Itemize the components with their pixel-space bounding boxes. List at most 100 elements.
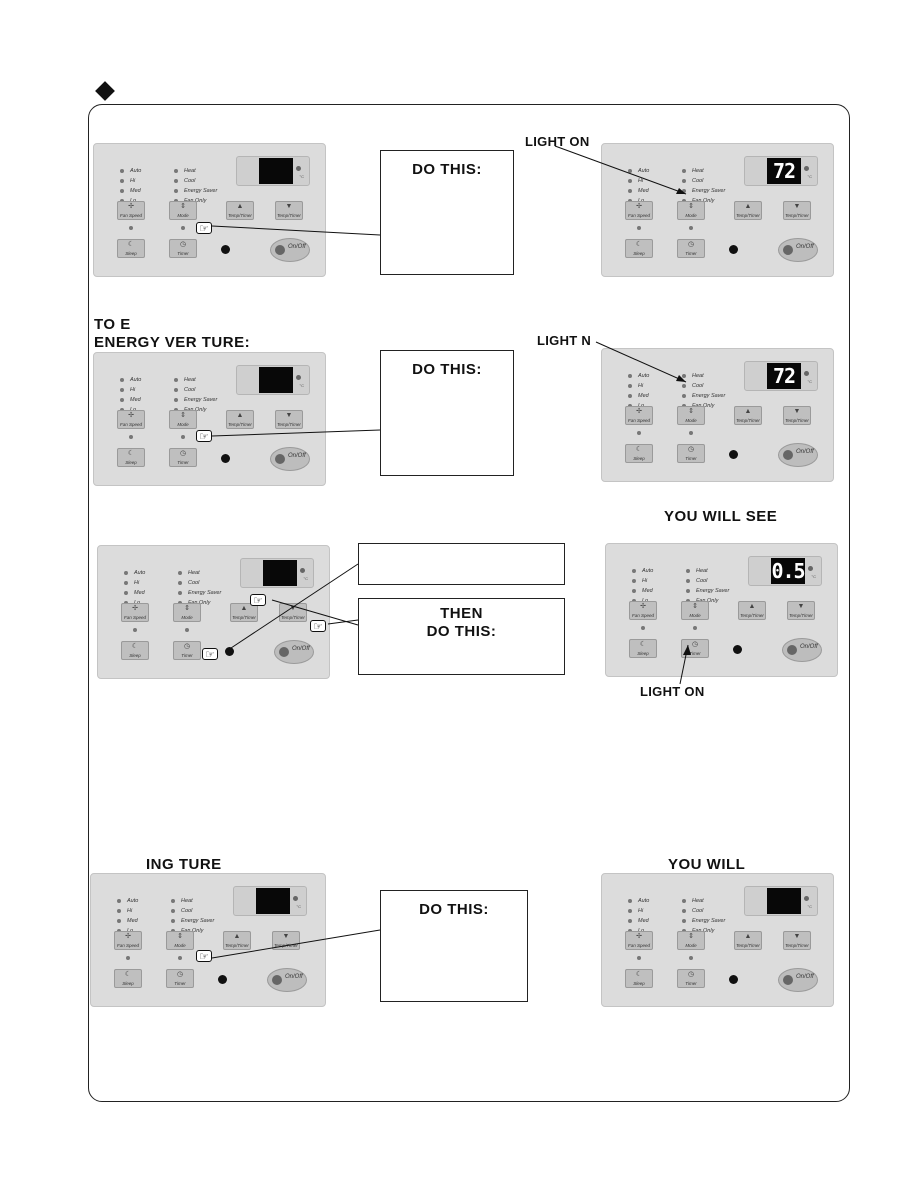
timer-button[interactable]: ◷ Timer	[173, 641, 201, 660]
temp-down-button[interactable]: ▼ Temp/Timer	[275, 410, 303, 429]
temp-up-button[interactable]: ▲ Temp/Timer	[226, 410, 254, 429]
light-on-label-2: LIGHT N	[537, 333, 592, 348]
mode-button[interactable]: ⇕ Mode	[677, 201, 705, 220]
indicator-light-auto: Auto	[632, 568, 653, 574]
temp-down-button[interactable]: ▼ Temp/Timer	[279, 603, 307, 622]
sleep-button[interactable]: ☾ Sleep	[114, 969, 142, 988]
temp-down-button[interactable]: ▼ Temp/Timer	[272, 931, 300, 950]
control-panel-7: AutoHiMedLoHeatCoolEnergy SaverFan Only …	[90, 873, 326, 1007]
button-icon: ▲	[744, 408, 752, 415]
fan-speed-button[interactable]: ✢ Fan Speed	[117, 410, 145, 429]
power-button[interactable]: On/Off	[274, 640, 314, 664]
sleep-button[interactable]: ☾ Sleep	[117, 448, 145, 467]
mode-button[interactable]: ⇕ Mode	[677, 931, 705, 950]
control-panel-3: AutoHiMedLoHeatCoolEnergy SaverFan Only …	[93, 352, 326, 486]
display-readout	[259, 367, 293, 393]
button-icon: ☾	[124, 971, 132, 978]
fan-speed-button[interactable]: ✢ Fan Speed	[625, 931, 653, 950]
timer-button[interactable]: ◷ Timer	[169, 239, 197, 258]
power-button[interactable]: On/Off	[267, 968, 307, 992]
power-button[interactable]: On/Off	[270, 238, 310, 262]
power-led	[733, 645, 742, 654]
mode-led	[693, 626, 697, 630]
mode-button[interactable]: ⇕ Mode	[173, 603, 201, 622]
button-icon: ▲	[744, 933, 752, 940]
power-button[interactable]: On/Off	[778, 968, 818, 992]
temp-down-button[interactable]: ▼ Temp/Timer	[783, 406, 811, 425]
button-icon: ◷	[179, 241, 187, 248]
fan-speed-button[interactable]: ✢ Fan Speed	[629, 601, 657, 620]
power-button[interactable]: On/Off	[270, 447, 310, 471]
indicator-light-auto: Auto	[120, 377, 141, 383]
power-icon	[275, 454, 285, 464]
button-icon: ⇕	[692, 603, 698, 610]
mode-button[interactable]: ⇕ Mode	[166, 931, 194, 950]
mode-button[interactable]: ⇕ Mode	[681, 601, 709, 620]
mode-button[interactable]: ⇕ Mode	[677, 406, 705, 425]
display-readout	[256, 888, 290, 914]
sleep-button[interactable]: ☾ Sleep	[625, 969, 653, 988]
button-icon: ☾	[635, 971, 643, 978]
temp-up-button[interactable]: ▲ Temp/Timer	[226, 201, 254, 220]
temperature-display: 0.5 °C	[748, 556, 822, 586]
timer-button[interactable]: ◷ Timer	[166, 969, 194, 988]
indicator-light-heat: Heat	[682, 168, 704, 174]
temp-up-button[interactable]: ▲ Temp/Timer	[738, 601, 766, 620]
temp-up-button[interactable]: ▲ Temp/Timer	[734, 201, 762, 220]
temp-up-button[interactable]: ▲ Temp/Timer	[223, 931, 251, 950]
power-button[interactable]: On/Off	[778, 238, 818, 262]
celsius-label: °C	[811, 574, 817, 579]
display-led	[296, 166, 301, 171]
display-readout	[263, 560, 297, 586]
display-led	[804, 371, 809, 376]
mode-led	[178, 956, 182, 960]
button-icon: ◷	[176, 971, 184, 978]
indicator-light-med: Med	[628, 918, 649, 924]
timer-button[interactable]: ◷ Timer	[677, 444, 705, 463]
indicator-light-med: Med	[628, 393, 649, 399]
sleep-button[interactable]: ☾ Sleep	[121, 641, 149, 660]
indicator-light-hi: Hi	[628, 383, 643, 389]
fan-speed-button[interactable]: ✢ Fan Speed	[114, 931, 142, 950]
sleep-button[interactable]: ☾ Sleep	[625, 239, 653, 258]
mode-button[interactable]: ⇕ Mode	[169, 201, 197, 220]
temp-down-button[interactable]: ▼ Temp/Timer	[275, 201, 303, 220]
power-icon	[275, 245, 285, 255]
sleep-button[interactable]: ☾ Sleep	[625, 444, 653, 463]
temperature-display: °C	[233, 886, 307, 916]
power-button[interactable]: On/Off	[778, 443, 818, 467]
fan-speed-button[interactable]: ✢ Fan Speed	[625, 201, 653, 220]
timer-button[interactable]: ◷ Timer	[677, 239, 705, 258]
indicator-light-cool: Cool	[682, 383, 703, 389]
fan-speed-button[interactable]: ✢ Fan Speed	[625, 406, 653, 425]
timer-button[interactable]: ◷ Timer	[681, 639, 709, 658]
display-led	[804, 166, 809, 171]
button-icon: ◷	[183, 643, 191, 650]
power-button[interactable]: On/Off	[782, 638, 822, 662]
indicator-light-med: Med	[117, 918, 138, 924]
temp-down-button[interactable]: ▼ Temp/Timer	[787, 601, 815, 620]
timer-button[interactable]: ◷ Timer	[169, 448, 197, 467]
fan-speed-button[interactable]: ✢ Fan Speed	[121, 603, 149, 622]
fan-speed-button[interactable]: ✢ Fan Speed	[117, 201, 145, 220]
temperature-display: °C	[236, 156, 310, 186]
indicator-light-med: Med	[632, 588, 653, 594]
sleep-button[interactable]: ☾ Sleep	[117, 239, 145, 258]
indicator-light-med: Med	[628, 188, 649, 194]
indicator-light-cool: Cool	[174, 387, 195, 393]
celsius-label: °C	[807, 379, 813, 384]
mode-button[interactable]: ⇕ Mode	[169, 410, 197, 429]
display-readout: 0.5	[771, 558, 806, 584]
temp-down-button[interactable]: ▼ Temp/Timer	[783, 201, 811, 220]
temp-up-button[interactable]: ▲ Temp/Timer	[734, 406, 762, 425]
indicator-light-cool: Cool	[171, 908, 192, 914]
timer-button[interactable]: ◷ Timer	[677, 969, 705, 988]
temp-down-button[interactable]: ▼ Temp/Timer	[783, 931, 811, 950]
sleep-button[interactable]: ☾ Sleep	[629, 639, 657, 658]
button-icon: ✢	[640, 603, 646, 610]
button-icon: ✢	[636, 933, 642, 940]
celsius-label: °C	[296, 904, 302, 909]
power-icon	[787, 645, 797, 655]
temp-up-button[interactable]: ▲ Temp/Timer	[734, 931, 762, 950]
indicator-light-cool: Cool	[682, 908, 703, 914]
